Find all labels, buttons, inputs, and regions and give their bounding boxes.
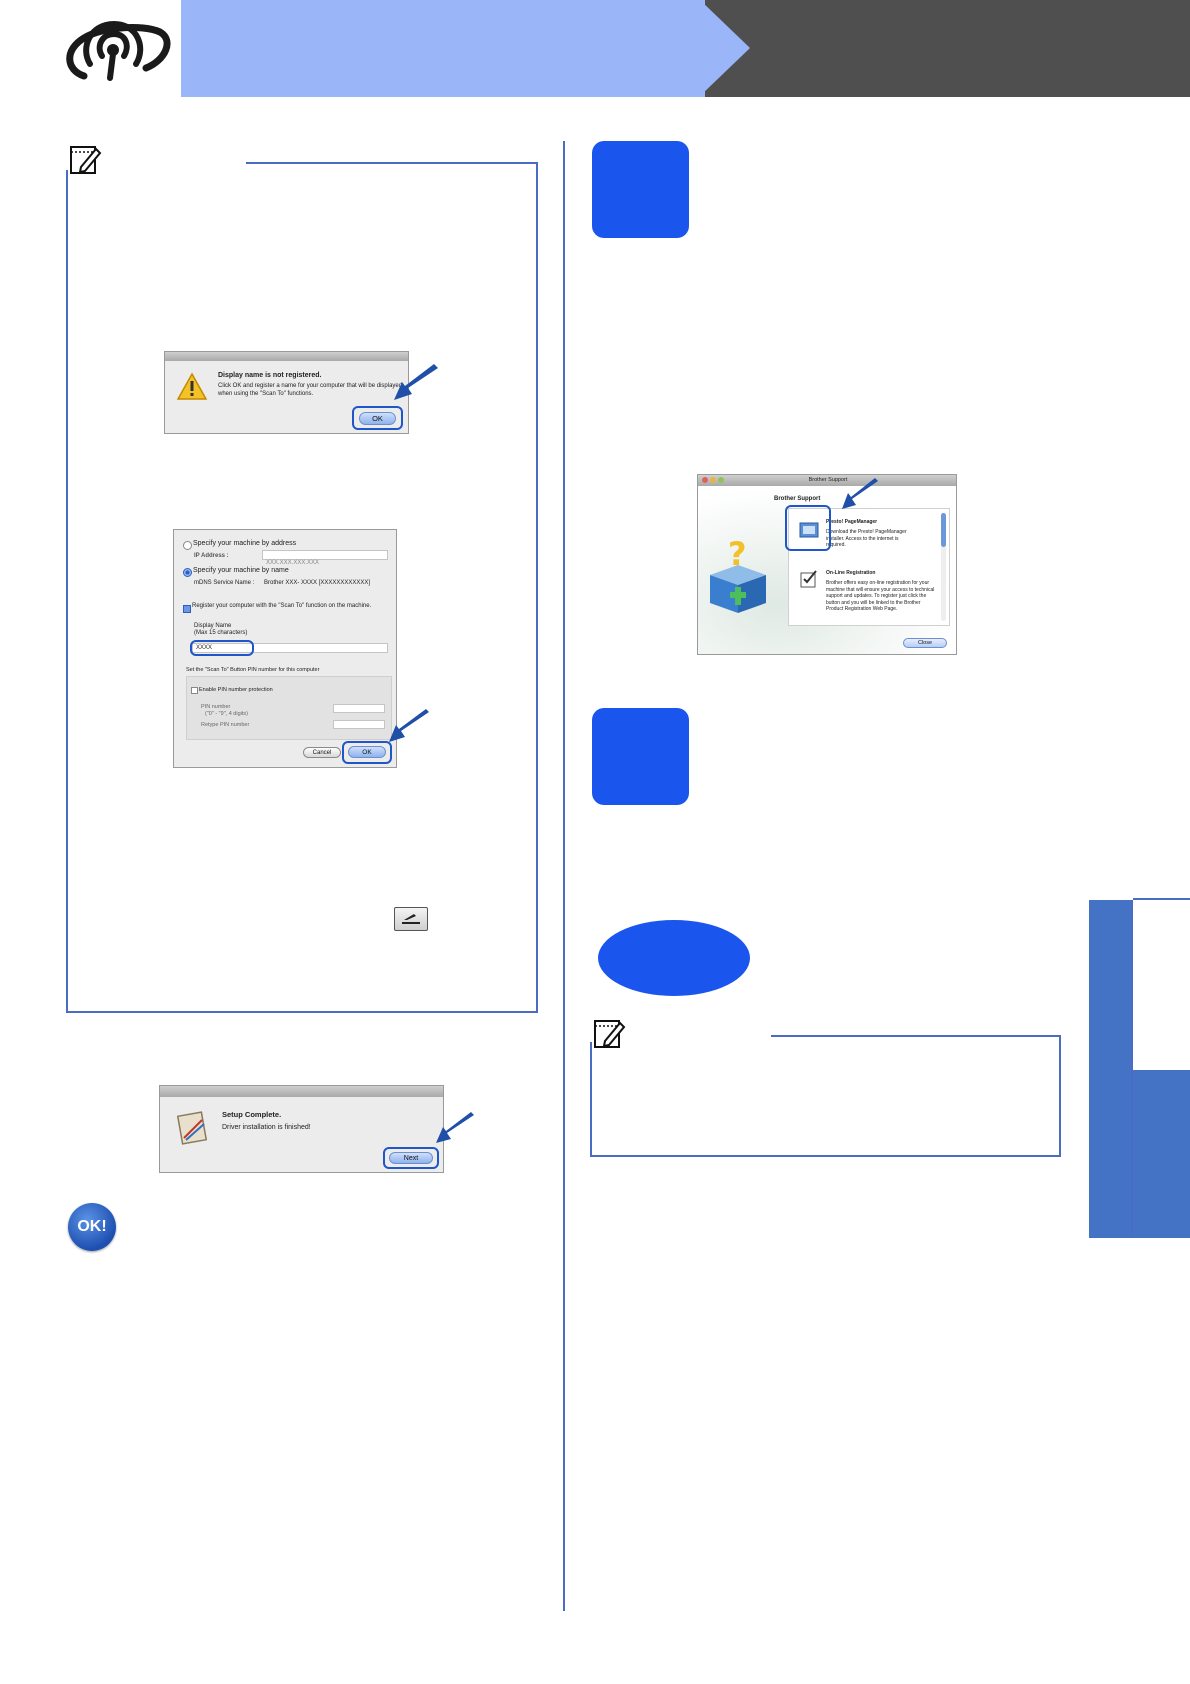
ip-address-field[interactable]: XXX.XXX.XXX.XXX: [262, 550, 388, 566]
display-name-value: XXXX: [196, 645, 213, 651]
list-scrollbar[interactable]: [941, 513, 946, 621]
window-title: Brother Support: [808, 477, 848, 483]
ok-button[interactable]: OK: [359, 412, 396, 425]
dialog-titlebar: [165, 352, 408, 361]
dialog-titlebar: Brother Support: [698, 475, 956, 486]
radio-address-label: Specify your machine by address: [193, 540, 297, 547]
side-tab-active: [1133, 1070, 1190, 1238]
display-name-dialog: Display name is not registered. Click OK…: [164, 351, 409, 434]
mdns-label: mDNS Service Name :: [194, 580, 255, 586]
display-name-highlight: XXXX: [190, 640, 254, 656]
pin-group: Enable PIN number protection PIN number …: [186, 676, 392, 740]
next-highlight: [383, 1147, 439, 1169]
note-pencil-icon: [594, 1020, 626, 1048]
minimize-window-icon[interactable]: [710, 477, 716, 483]
ok-button[interactable]: OK: [348, 746, 386, 758]
dialog-message: Click OK and register a name for your co…: [218, 383, 403, 397]
setup-complete-dialog: Setup Complete. Driver installation is f…: [159, 1085, 444, 1173]
radio-name-label: Specify your machine by name: [193, 567, 289, 574]
support-heading: Brother Support: [774, 496, 821, 502]
brother-support-dialog: Brother Support ? Brother Support Presto…: [697, 474, 957, 655]
retype-pin-label: Retype PIN number: [201, 722, 250, 728]
header-chevron: [700, 0, 750, 96]
wireless-icon: [66, 20, 171, 81]
pointer-arrow-icon: [389, 709, 429, 742]
pin-checkbox[interactable]: [191, 687, 198, 694]
scrollbar-thumb[interactable]: [941, 513, 946, 547]
pin-field[interactable]: [333, 704, 385, 713]
help-box-icon: ?: [710, 535, 766, 613]
scan-key-icon: [394, 907, 428, 931]
ip-address-label: IP Address :: [194, 553, 229, 559]
next-button[interactable]: Next: [389, 1152, 433, 1164]
item-presto-title: Presto! PageManager: [826, 519, 878, 525]
installer-icon: [176, 1111, 208, 1145]
ok-highlight: [342, 741, 392, 764]
item-registration-body: Brother offers easy on-line registration…: [826, 580, 935, 612]
note-box: [590, 1035, 1061, 1157]
note-pencil-icon: [70, 146, 102, 174]
scan-settings-dialog: Specify your machine by address IP Addre…: [173, 529, 397, 768]
retype-pin-field[interactable]: [333, 720, 385, 729]
mdns-value: Brother XXX- XXXX [XXXXXXXXXXXX]: [264, 580, 371, 586]
dialog-heading: Setup Complete.: [222, 1110, 282, 1119]
pin-section-label: Set the "Scan To" Button PIN number for …: [186, 667, 320, 673]
pin-checkbox-label: Enable PIN number protection: [199, 687, 273, 693]
support-list: Presto! PageManager Download the Presto!…: [788, 508, 950, 626]
step-number-square: [592, 708, 689, 805]
ok-badge-icon: OK!: [68, 1203, 116, 1251]
pointer-arrow-icon: [436, 1112, 474, 1143]
pointer-arrow-icon: [394, 364, 438, 400]
column-divider: [563, 141, 565, 1611]
item-registration-title: On-Line Registration: [826, 570, 876, 576]
pointer-arrow-icon: [842, 478, 878, 509]
dialog-titlebar: [160, 1086, 443, 1097]
header-band-light: [181, 0, 761, 97]
item-presto-body: Download the Presto! PageManager install…: [826, 529, 907, 548]
register-checkbox[interactable]: [183, 605, 191, 613]
radio-name-icon[interactable]: [183, 568, 192, 577]
close-window-icon[interactable]: [702, 477, 708, 483]
pagemanager-highlight: [785, 505, 831, 551]
dialog-heading: Display name is not registered.: [218, 372, 322, 379]
side-tab-divider: [1131, 900, 1133, 1238]
pin-label: PIN number: [201, 704, 231, 710]
cancel-button[interactable]: Cancel: [303, 747, 341, 758]
registration-icon[interactable]: [799, 569, 819, 589]
warning-icon: [177, 372, 207, 400]
display-name-label: Display Name: [194, 623, 232, 629]
display-name-hint: (Max 15 characters): [194, 630, 248, 636]
side-tab-outer: [1089, 900, 1133, 1238]
close-button[interactable]: Close: [903, 638, 947, 648]
dialog-message: Driver installation is finished!: [222, 1124, 311, 1131]
pagemanager-icon[interactable]: [799, 521, 819, 539]
ok-highlight: [352, 406, 403, 430]
header-band-dark: [705, 0, 1190, 97]
zoom-window-icon[interactable]: [718, 477, 724, 483]
radio-address-icon[interactable]: [183, 541, 192, 550]
side-tab-line: [1133, 898, 1190, 900]
step-number-square: [592, 141, 689, 238]
display-name-field[interactable]: [192, 643, 388, 653]
register-checkbox-label: Register your computer with the "Scan To…: [192, 603, 372, 609]
svg-text:?: ?: [728, 535, 747, 573]
scanner-glyph: [402, 914, 420, 924]
pin-hint: ("0" - "9", 4 digits): [205, 711, 248, 717]
finish-oval: [598, 920, 750, 996]
